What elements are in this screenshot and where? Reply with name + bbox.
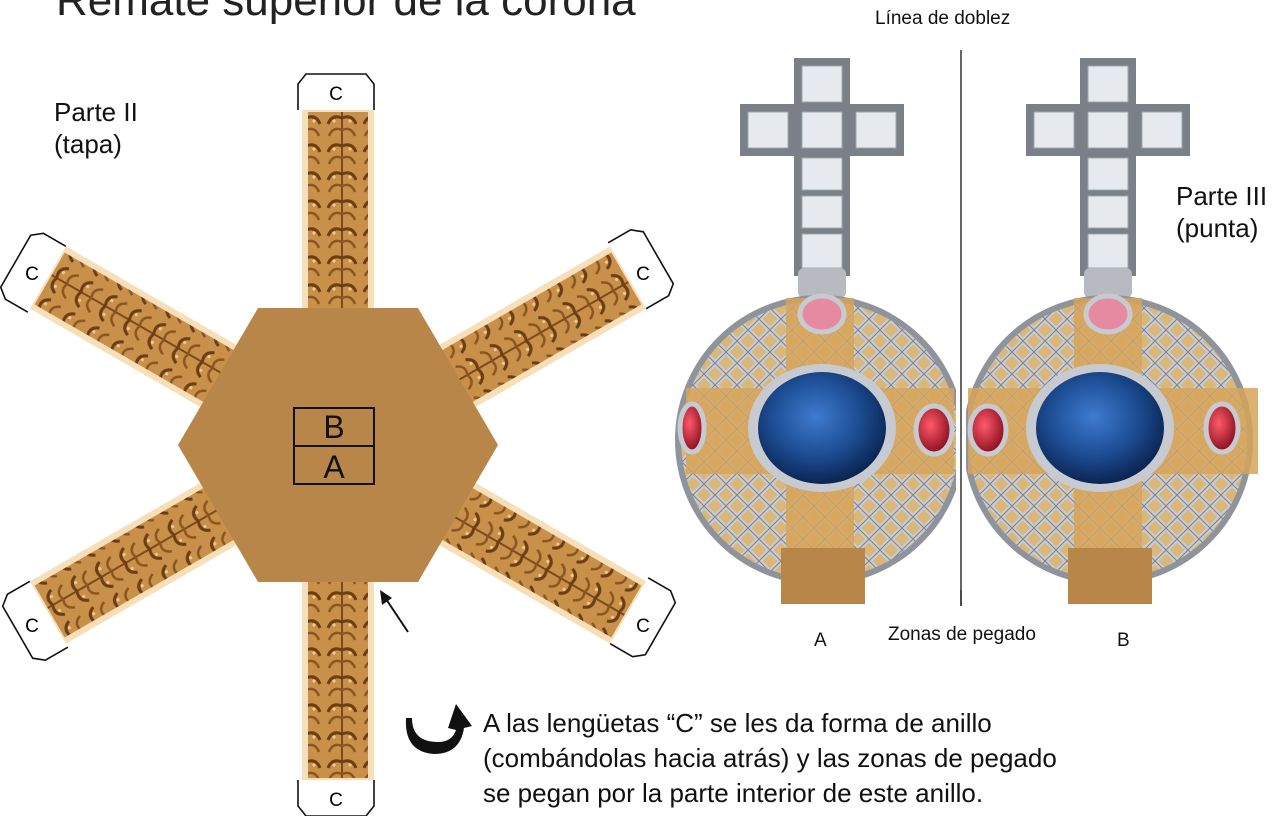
- tab-c-label: C: [25, 616, 39, 637]
- tip-b: [963, 58, 1258, 604]
- tab-c-label: C: [25, 264, 39, 285]
- part3-label-line2: (punta): [1176, 213, 1259, 243]
- pointer-arrow-icon: [380, 590, 409, 633]
- instruction-line1: A las lengüetas “C” se les da forma de a…: [483, 708, 992, 738]
- tab-c-label: C: [329, 790, 343, 811]
- instruction-line2: (combándolas hacia atrás) y las zonas de…: [483, 743, 1057, 773]
- strip-south-west: [29, 481, 240, 644]
- cross-b: [1026, 58, 1190, 298]
- crown-top-template: C C C C C C B A: [0, 73, 677, 816]
- center-box-b: B: [323, 409, 344, 445]
- glue-label-b: B: [1117, 630, 1130, 651]
- glue-zone-a: [781, 548, 865, 604]
- tab-c-south: C: [297, 780, 375, 816]
- tab-c-south-west: [1, 580, 69, 661]
- cross-a: [740, 58, 904, 298]
- fold-line-label: Línea de doblez: [875, 8, 1011, 29]
- glue-zone-b: [1068, 548, 1152, 604]
- strip-south: [302, 580, 374, 780]
- tab-c-label: C: [636, 264, 650, 285]
- sapphire-a: [758, 372, 886, 484]
- page-title: Remate superior de la corona: [56, 0, 636, 25]
- part2-label-line1: Parte II: [54, 97, 138, 127]
- strip-north-west: [29, 246, 240, 409]
- center-box-a: A: [323, 449, 345, 485]
- instruction-line3: se pegan por la parte interior de este a…: [483, 778, 984, 808]
- part3-label: Parte III (punta): [1176, 180, 1267, 244]
- glue-zones-label: Zonas de pegado: [888, 624, 1036, 645]
- tab-c-south-east: [609, 577, 677, 658]
- tip-a: [675, 58, 965, 604]
- part2-label: Parte II (tapa): [54, 96, 138, 160]
- part2-label-line2: (tapa): [54, 129, 122, 159]
- tab-c-north-east: [607, 229, 675, 310]
- tab-c-label: C: [636, 616, 650, 637]
- center-box: B A: [293, 407, 375, 485]
- strip-north: [302, 110, 374, 310]
- sapphire-b: [1036, 372, 1164, 484]
- curved-arrow-icon: [405, 704, 472, 754]
- strip-north-east: [436, 246, 647, 409]
- tab-c-north-west: [0, 232, 67, 313]
- tab-c-north: C: [297, 73, 375, 110]
- tab-c-label: C: [329, 84, 343, 105]
- instruction-text: A las lengüetas “C” se les da forma de a…: [483, 706, 1057, 811]
- glue-label-a: A: [814, 630, 827, 651]
- strip-south-east: [436, 481, 647, 644]
- part3-label-line1: Parte III: [1176, 181, 1268, 211]
